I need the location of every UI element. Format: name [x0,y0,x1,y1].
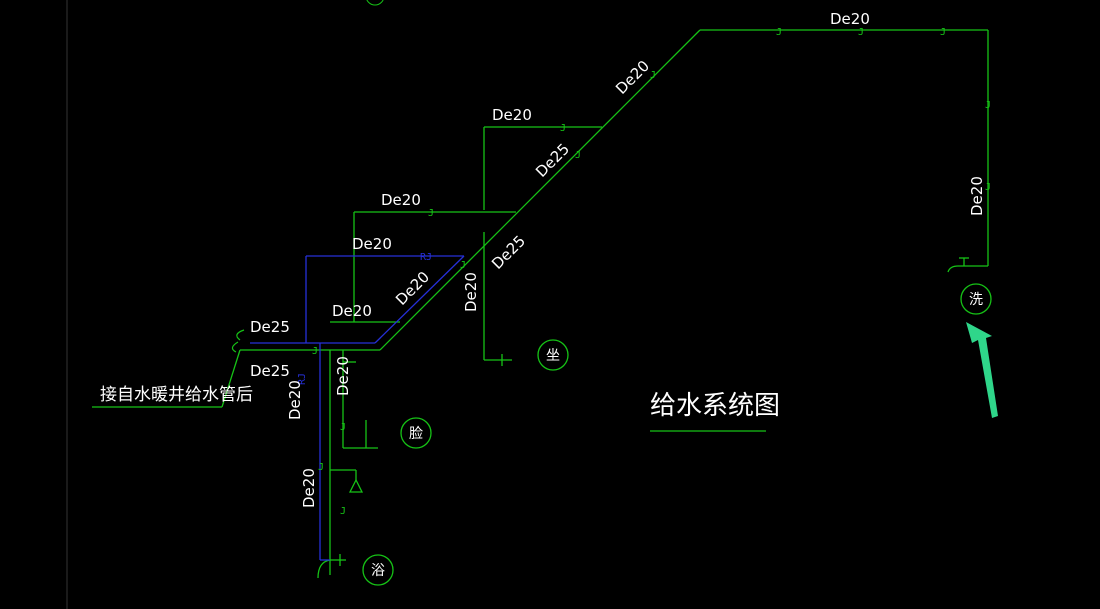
label-diag-low-de25: De25 [488,232,529,273]
label-diag-mid-de25: De25 [532,140,573,181]
marker-j-top-3: J [940,27,946,38]
label-hot-top-de20: De20 [352,235,392,253]
fixture-wash-circle [960,283,992,315]
fixture-toilet-label: 坐 [546,348,560,364]
marker-j-upper-branch: J [560,123,566,134]
label-upper-branch-de20: De20 [492,106,532,124]
pipe-size-labels: De20 De20 De20 De25 De20 De20 De25 De20 … [250,10,986,508]
marker-j-entry: J [312,346,318,357]
marker-j-bath-1: J [318,462,324,473]
label-toilet-vertical-de20: De20 [462,272,480,312]
main-diagonal-pipe [379,29,701,351]
cold-water-pipes [92,29,989,579]
label-right-vertical-de20: De20 [968,176,986,216]
label-basin-vertical-de20: De20 [334,356,352,396]
marker-j-right-2: J [985,182,991,193]
marker-rj-vertical: RJ [297,373,308,385]
fixture-toilet-circle [537,339,569,371]
label-hot-vertical-de20: De20 [286,380,304,420]
entry-diagonal-pipe [221,349,241,408]
marker-j-diag-1: J [650,70,656,81]
label-middle-branch-de20: De20 [381,191,421,209]
cold-markers: J J J J J J J J J J J J J J [312,27,991,517]
label-lower-branch-de20: De20 [332,302,372,320]
marker-j-diag-2: J [575,150,581,161]
marker-j-right-1: J [985,100,991,111]
wash-valve-icon [947,265,959,273]
marker-j-basin: J [340,422,346,433]
fixture-bath-label: 浴 [371,563,385,579]
label-entry-hot-de25: De25 [250,318,290,336]
entry-mark-2 [231,341,239,353]
marker-rj-top: RJ [420,252,432,263]
fixture-basin-label: 脸 [409,426,423,442]
fixture-symbols: 洗 坐 脸 浴 [362,283,992,586]
label-diag-top-de20: De20 [612,57,653,98]
marker-j-diag-3: J [460,260,466,271]
label-bath-vertical-de20: De20 [300,468,318,508]
fixture-bath-circle [362,554,394,586]
top-edge-circle [366,0,384,6]
hot-main-diagonal [374,255,465,344]
annotation-arrow-icon [966,322,998,418]
hot-water-pipes [250,255,465,561]
hot-markers: RJ RJ [297,252,432,385]
bath-valve-icon [317,559,331,579]
entry-mark-1 [236,329,245,341]
entry-end-marks [231,329,245,353]
shower-head-icon [348,478,364,493]
fixture-wash-label: 洗 [969,292,983,308]
label-top-de20: De20 [830,10,870,28]
marker-j-middle-branch: J [428,208,434,219]
fixture-basin-circle [400,417,432,449]
marker-j-top-2: J [858,27,864,38]
marker-j-bath-2: J [340,506,346,517]
marker-j-top-1: J [776,27,782,38]
label-entry-cold-de25: De25 [250,362,290,380]
source-note: 接自水暖井给水管后 [100,385,253,405]
diagram-title: 给水系统图 [650,391,780,421]
